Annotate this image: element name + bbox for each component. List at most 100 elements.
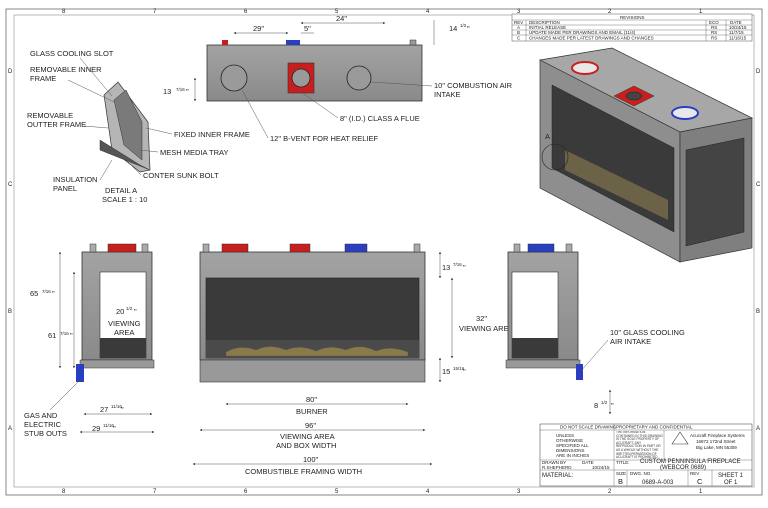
top-red-nub — [222, 40, 228, 45]
inner-frame-label-2: FRAME — [30, 74, 56, 83]
leader-outer-frame — [83, 125, 109, 129]
zone-row: A — [756, 426, 760, 432]
company-address-2: Big Lake, MN 55309 — [696, 445, 737, 450]
front-bottom-dim-frac: 15/16 — [453, 366, 465, 371]
eco-cell: RS — [711, 25, 717, 30]
right-stub — [576, 364, 583, 380]
dwg-number: 0689-A-003 — [642, 480, 674, 486]
zone-col: 2 — [608, 489, 612, 495]
dim-14: 14 — [449, 24, 457, 33]
rev-cell: A — [517, 25, 520, 30]
iso-media-bed — [565, 150, 668, 220]
left-bracket-2 — [141, 243, 149, 253]
outer-frame-label-2: OUTTER FRAME — [27, 120, 86, 129]
zone-col: 1 — [699, 9, 703, 15]
top-grey-nub — [409, 39, 417, 46]
drawn-by: R.SHEPHERD — [542, 465, 572, 470]
iso-side-glass — [685, 137, 745, 247]
front-height-dim: 32" — [476, 314, 487, 323]
detail-callout-circle — [541, 143, 569, 171]
zone-col: 5 — [335, 489, 339, 495]
detail-a: GLASS COOLING SLOT REMOVABLE INNER FRAME… — [27, 49, 250, 204]
gas-label-1: GAS AND — [24, 411, 58, 420]
zone-row: D — [756, 69, 761, 75]
bvent-label: 12" B-VENT FOR HEAT RELIEF — [270, 134, 379, 143]
front-top-dim: 13 — [442, 263, 450, 272]
dim-27: 27 — [100, 405, 108, 414]
desc-cell: UPDATE MADE PER DRAWINGS AND EMAIL (11/4… — [529, 30, 636, 35]
combustion-label-1: 10" COMBUSTION AIR — [434, 81, 513, 90]
zone-col: 4 — [426, 489, 430, 495]
detail-callout-label: A — [545, 132, 550, 141]
leader-bolt — [127, 161, 142, 176]
dim-29: 29" — [253, 24, 264, 33]
burner-label: BURNER — [296, 407, 328, 416]
bolt-label: CONTER SUNK BOLT — [143, 171, 219, 180]
dim-13-unit: " — [186, 87, 189, 96]
zone-row: B — [8, 309, 12, 315]
leader-inner-frame — [67, 79, 115, 103]
rev-value: C — [697, 477, 703, 486]
proprietary-body: THE INFORMATION CONTAINED IN THIS DRAWIN… — [616, 431, 663, 459]
zone-col: 4 — [426, 9, 430, 15]
size-label: SIZE — [616, 471, 626, 476]
iso-flue-hole — [625, 91, 643, 101]
insulation-label-2: PANEL — [53, 184, 77, 193]
gas-stub-out — [76, 364, 84, 382]
front-red-collar-1 — [221, 243, 249, 253]
leader-glass-cooling — [579, 339, 609, 373]
right-side-view: 10" GLASS COOLING AIR INTAKE 8 1/2 " — [505, 243, 685, 415]
eco-header: ECO — [709, 20, 719, 25]
date-cell: 11/7/15 — [729, 30, 744, 35]
dim-27-unit: " — [121, 405, 124, 414]
zone-col: 1 — [699, 489, 703, 495]
sheet-inner-border — [13, 14, 755, 488]
front-view: 13 7/16 " 32" VIEWING AREA 15 15/16 " 80… — [192, 243, 514, 476]
leader-glass-slot — [79, 57, 113, 97]
dim-29b: 29 — [92, 424, 100, 433]
zone-col: 8 — [62, 489, 66, 495]
left-viewing-dim: 20 — [116, 307, 124, 316]
outer-frame-label-1: REMOVABLE — [27, 111, 73, 120]
flue-hole — [291, 68, 311, 88]
front-top-dim-unit: " — [463, 263, 466, 272]
date-header: DATE — [730, 20, 742, 25]
dim-13: 13 — [163, 87, 171, 96]
unless-4: DIMENSIONS — [556, 448, 585, 453]
zone-col: 2 — [608, 9, 612, 15]
glass-cooling-label-1: 10" GLASS COOLING — [610, 328, 685, 337]
gas-label-3: STUB OUTS — [24, 429, 67, 438]
framing-dim: 100" — [303, 455, 319, 464]
combustion-intake-hole — [346, 65, 372, 91]
iso-blue-collar-ring — [671, 106, 699, 120]
gas-label-2: ELECTRIC — [24, 420, 62, 429]
drawn-by-label: DRAWN BY — [542, 460, 566, 465]
desc-cell: CHANGES MADE PER LATEST DRAWINGS AND CHA… — [529, 36, 654, 41]
rev-header: REV — [514, 20, 523, 25]
zone-columns-top: 8 7 6 5 4 3 2 1 — [62, 9, 703, 15]
company-logo-icon — [671, 431, 689, 445]
rev-label: REV — [690, 471, 699, 476]
dim-27-frac: 11/16 — [111, 404, 122, 409]
dim-24: 24" — [336, 14, 347, 23]
top-blue-nub — [286, 40, 300, 45]
front-red-collar-2 — [289, 243, 311, 253]
drawing-title-1: CUSTOM PENNINSULA FIREPLACE — [640, 459, 741, 465]
zone-col: 7 — [153, 489, 157, 495]
unless-3: SPECIFIED ALL — [556, 443, 589, 448]
leader-gas — [49, 381, 79, 411]
dim-5: 5" — [304, 24, 311, 33]
zone-col: 8 — [62, 9, 66, 15]
title-label: TITLE: — [616, 460, 630, 465]
detail-tray — [99, 139, 151, 171]
dim-61-unit: " — [70, 331, 73, 340]
proprietary-body-wrap: THE INFORMATION CONTAINED IN THIS DRAWIN… — [616, 431, 663, 459]
zone-col: 5 — [335, 9, 339, 15]
dim-61-frac: 7/16 — [60, 331, 69, 336]
top-view: 29" 5" 24" 14 1/2 " 13 7/16 " 10" COMBUS… — [163, 14, 513, 143]
leader-flue — [300, 91, 339, 119]
glass-slot-label: GLASS COOLING SLOT — [30, 49, 114, 58]
viewing-width-label-2: AND BOX WIDTH — [276, 441, 336, 450]
zone-row: D — [8, 69, 13, 75]
eco-cell: RS — [711, 36, 717, 41]
